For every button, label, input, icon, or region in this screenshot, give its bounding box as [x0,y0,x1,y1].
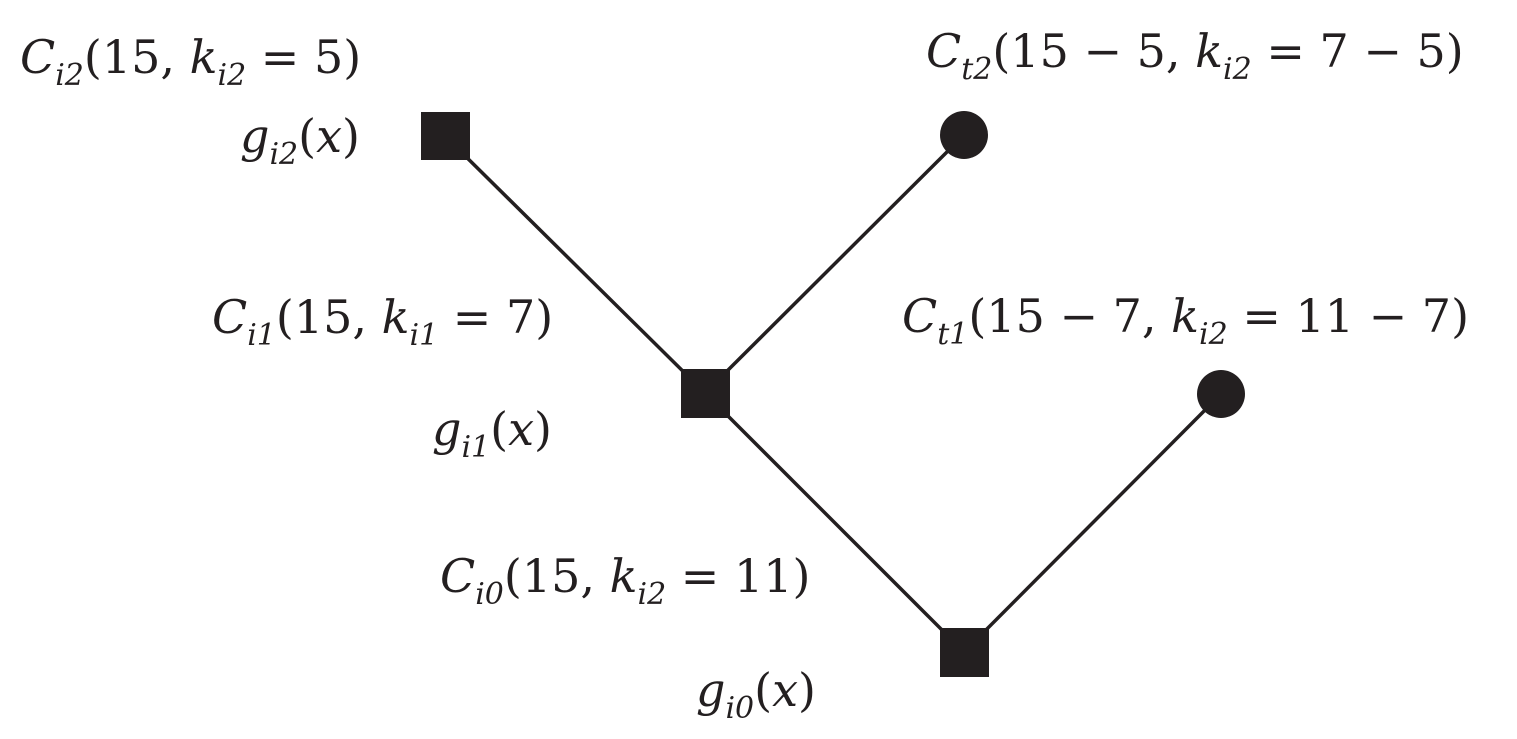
edge-gi0-ct1 [962,392,1223,654]
open-paren: ( [754,663,773,717]
circle-node-ct1 [1197,370,1245,418]
code-symbol: C [212,290,248,344]
label-ct1: Ct1(15 − 7, ki2 = 11 − 7) [902,293,1469,350]
polynomial-variable: x [508,402,535,456]
label-gi0: gi0(x) [696,667,816,724]
code-arguments: (15 − 5, [992,24,1196,78]
code-subscript: i2 [55,58,84,93]
parameter-subscript: i1 [409,318,439,353]
code-arguments: (15, [503,549,610,603]
label-ct2: Ct2(15 − 5, ki2 = 7 − 5) [926,28,1464,85]
polynomial-subscript: i2 [269,137,299,172]
parameter-subscript: i2 [637,577,667,612]
parameter-k: k [1171,289,1200,343]
open-paren: ( [490,402,509,456]
parameter-subscript: i2 [1199,317,1228,352]
code-arguments: = 11 − 7) [1227,289,1470,343]
code-arguments: (15, [275,290,382,344]
polynomial-subscript: i0 [725,691,755,726]
parameter-k: k [189,30,218,84]
code-symbol: C [20,30,56,84]
label-ci1: Ci1(15, ki1 = 7) [212,294,553,351]
code-arguments: = 7 − 5) [1251,24,1464,78]
parameter-subscript: i2 [1223,52,1252,87]
square-node-gi1 [681,369,730,418]
code-subscript: i0 [475,577,504,612]
code-subscript: t1 [937,317,969,352]
parameter-subscript: i2 [217,58,247,93]
square-node-gi0 [940,628,989,677]
code-arguments: (15, [83,30,190,84]
polynomial-name: g [696,663,726,717]
polynomial-variable: x [316,109,343,163]
code-subscript: t2 [961,52,993,87]
code-subscript: i1 [247,318,276,353]
polynomial-name: g [432,402,462,456]
label-ci2: Ci2(15, ki2 = 5) [20,34,361,91]
edge-gi1-ct2 [703,133,966,395]
polynomial-subscript: i1 [461,430,491,465]
edge-gi2-gi1 [443,134,707,395]
label-gi1: gi1(x) [432,406,552,463]
parameter-k: k [609,549,638,603]
code-arguments: = 5) [246,30,362,84]
label-ci0: Ci0(15, ki2 = 11) [440,553,810,610]
code-symbol: C [440,549,476,603]
code-symbol: C [902,289,938,343]
label-gi2: gi2(x) [240,113,360,170]
open-paren: ( [298,109,317,163]
close-paren: ) [534,402,552,456]
close-paren: ) [342,109,360,163]
code-arguments: = 7) [438,290,554,344]
close-paren: ) [798,663,816,717]
code-symbol: C [926,24,962,78]
edge-gi1-gi0 [703,391,966,654]
code-arguments: = 11) [666,549,811,603]
circle-node-ct2 [940,111,988,159]
code-arguments: (15 − 7, [968,289,1172,343]
square-node-gi2 [421,112,470,160]
parameter-k: k [1195,24,1224,78]
polynomial-name: g [240,109,270,163]
polynomial-variable: x [772,663,799,717]
parameter-k: k [381,290,410,344]
